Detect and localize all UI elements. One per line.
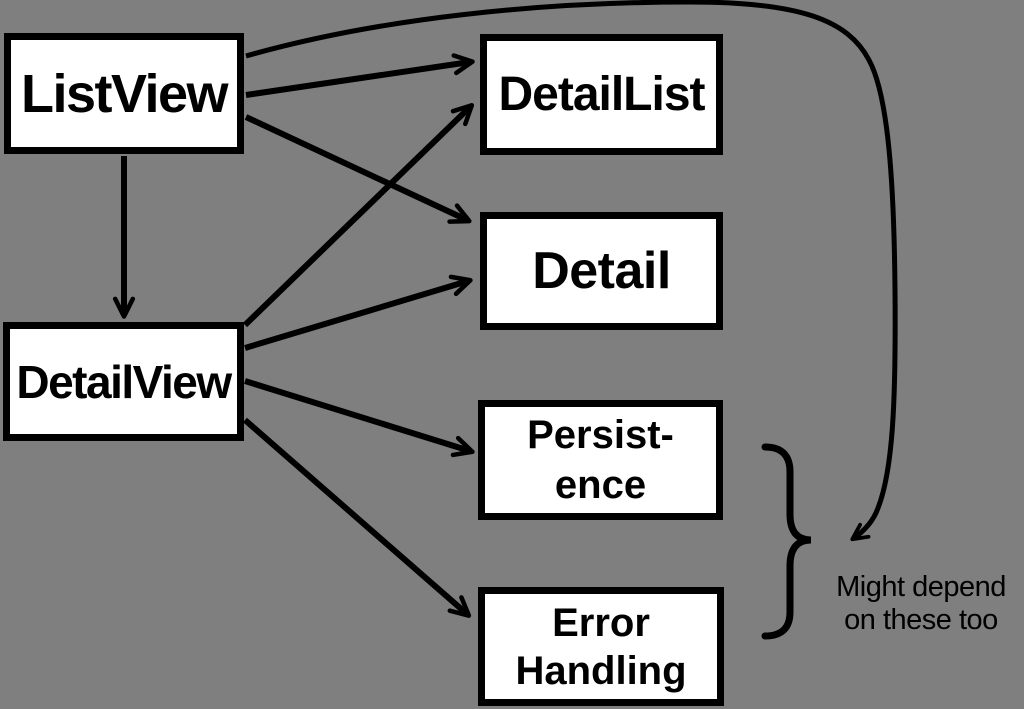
node-detaillist-label: DetailList — [498, 68, 705, 121]
node-detail: Detail — [480, 212, 723, 330]
node-persistence-label-line1: Persist- — [527, 413, 674, 457]
node-detailview: DetailView — [3, 322, 244, 441]
node-detaillist: DetailList — [480, 34, 723, 155]
node-detailview-label: DetailView — [16, 355, 232, 408]
might-depend-annotation: Might depend on these too — [818, 571, 1024, 637]
edge-listview-detail — [244, 114, 472, 224]
node-persistence-label-line2: ence — [554, 463, 647, 507]
node-listview: ListView — [4, 33, 244, 154]
edge-detailview-detaillist — [242, 102, 475, 328]
edge-listview-detaillist — [245, 53, 475, 98]
grouping-brace — [761, 443, 812, 640]
annotation-line2: on these too — [844, 604, 998, 636]
node-error-handling-label-line1: Error — [552, 600, 650, 645]
edge-detailview-detail — [244, 274, 473, 351]
edge-detailview-persistence — [244, 378, 475, 458]
node-listview-label: ListView — [20, 63, 229, 124]
node-detail-label: Detail — [532, 242, 671, 300]
annotation-line1: Might depend — [836, 571, 1006, 603]
node-error-handling-label-line2: Handling — [515, 648, 687, 693]
edge-listview-curved-might-depend — [245, 0, 898, 542]
node-persistence: Persist- ence — [478, 400, 723, 520]
node-error-handling: Error Handling — [478, 587, 724, 706]
edge-detailview-errorhandling — [243, 417, 472, 618]
